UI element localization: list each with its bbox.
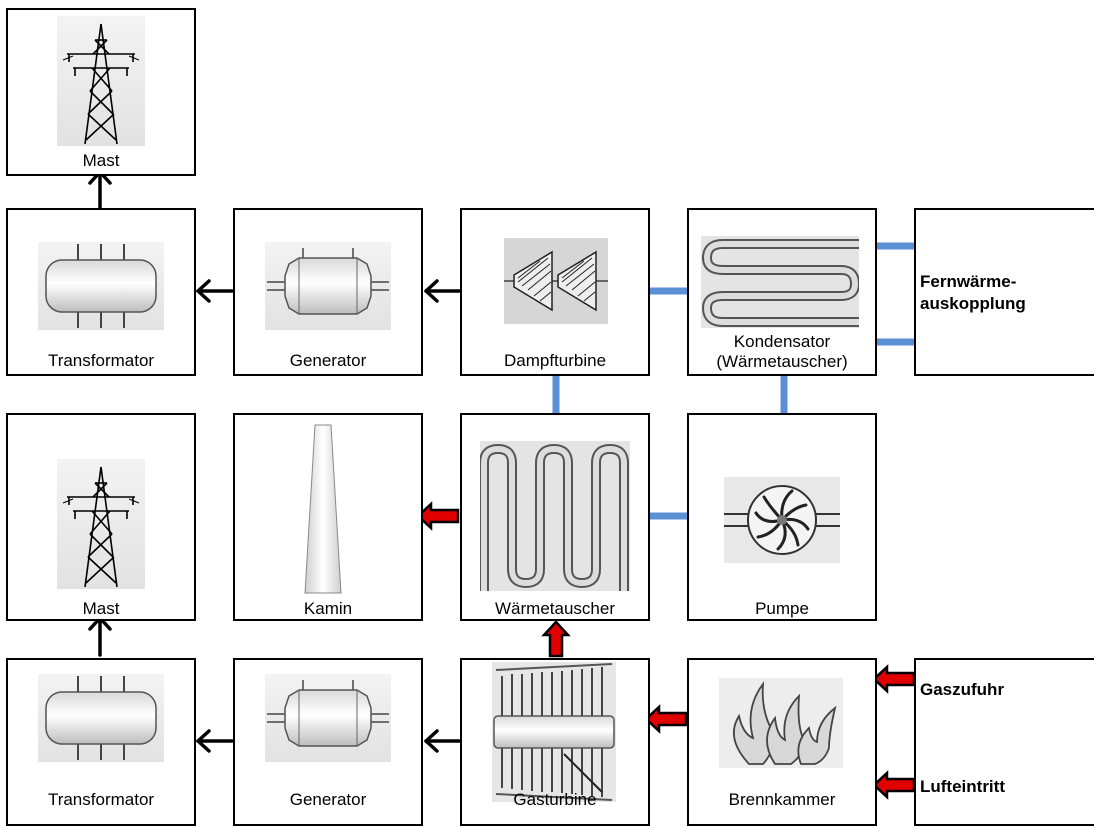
fernwaerme-box xyxy=(914,208,1094,376)
dampfturbine-label: Dampfturbine xyxy=(503,351,607,370)
gaszufuhr-label: Gaszufuhr xyxy=(920,680,1005,699)
generator-icon xyxy=(265,242,391,330)
power-pylon-icon xyxy=(57,459,145,589)
lufteintritt-label: Lufteintritt xyxy=(920,777,1005,796)
dampfturbine-box: Dampfturbine xyxy=(460,208,650,376)
transformator-box-bottom: Transformator xyxy=(6,658,196,826)
brennkammer-label: Brennkammer xyxy=(728,790,836,809)
kondensator-label-line1: Kondensator xyxy=(733,332,831,351)
waermetauscher-box: Wärmetauscher xyxy=(460,413,650,621)
heat-exchanger-coil-icon xyxy=(480,441,630,591)
transformator-label-bottom: Transformator xyxy=(47,790,155,809)
pumpe-label: Pumpe xyxy=(755,599,809,618)
kamin-label: Kamin xyxy=(303,599,353,618)
mast-box-bottom: Mast xyxy=(6,413,196,621)
pumpe-box: Pumpe xyxy=(687,413,877,621)
generator-label-top: Generator xyxy=(289,351,367,370)
generator-box-bottom: Generator xyxy=(233,658,423,826)
flame-icon xyxy=(719,678,843,768)
kondensator-box: Kondensator (Wärmetauscher) xyxy=(687,208,877,376)
mast-box-top: Mast xyxy=(6,8,196,176)
chimney-icon xyxy=(304,424,342,594)
condenser-coil-icon xyxy=(701,236,859,328)
transformator-box-top: Transformator xyxy=(6,208,196,376)
gasturbine-box: Gasturbine xyxy=(460,658,650,826)
power-pylon-icon xyxy=(57,16,145,146)
gasturbine-label: Gasturbine xyxy=(513,790,597,809)
generator-label-bottom: Generator xyxy=(289,790,367,809)
kondensator-label-line2: (Wärmetauscher) xyxy=(716,352,848,371)
steam-turbine-icon xyxy=(504,238,608,324)
waermetauscher-label: Wärmetauscher xyxy=(495,599,615,618)
transformer-icon xyxy=(38,674,164,762)
mast-label-top: Mast xyxy=(82,151,120,170)
transformator-label-top: Transformator xyxy=(47,351,155,370)
pump-icon xyxy=(724,477,840,563)
fernwaerme-label-line2: auskopplung xyxy=(920,294,1026,313)
gas-turbine-icon xyxy=(492,662,616,802)
generator-icon xyxy=(265,674,391,762)
transformer-icon xyxy=(38,242,164,330)
fernwaerme-label-line1: Fernwärme- xyxy=(920,272,1017,291)
brennkammer-box: Brennkammer xyxy=(687,658,877,826)
zufuhr-box xyxy=(914,658,1094,826)
mast-label-bottom: Mast xyxy=(82,599,120,618)
kamin-box: Kamin xyxy=(233,413,423,621)
generator-box-top: Generator xyxy=(233,208,423,376)
